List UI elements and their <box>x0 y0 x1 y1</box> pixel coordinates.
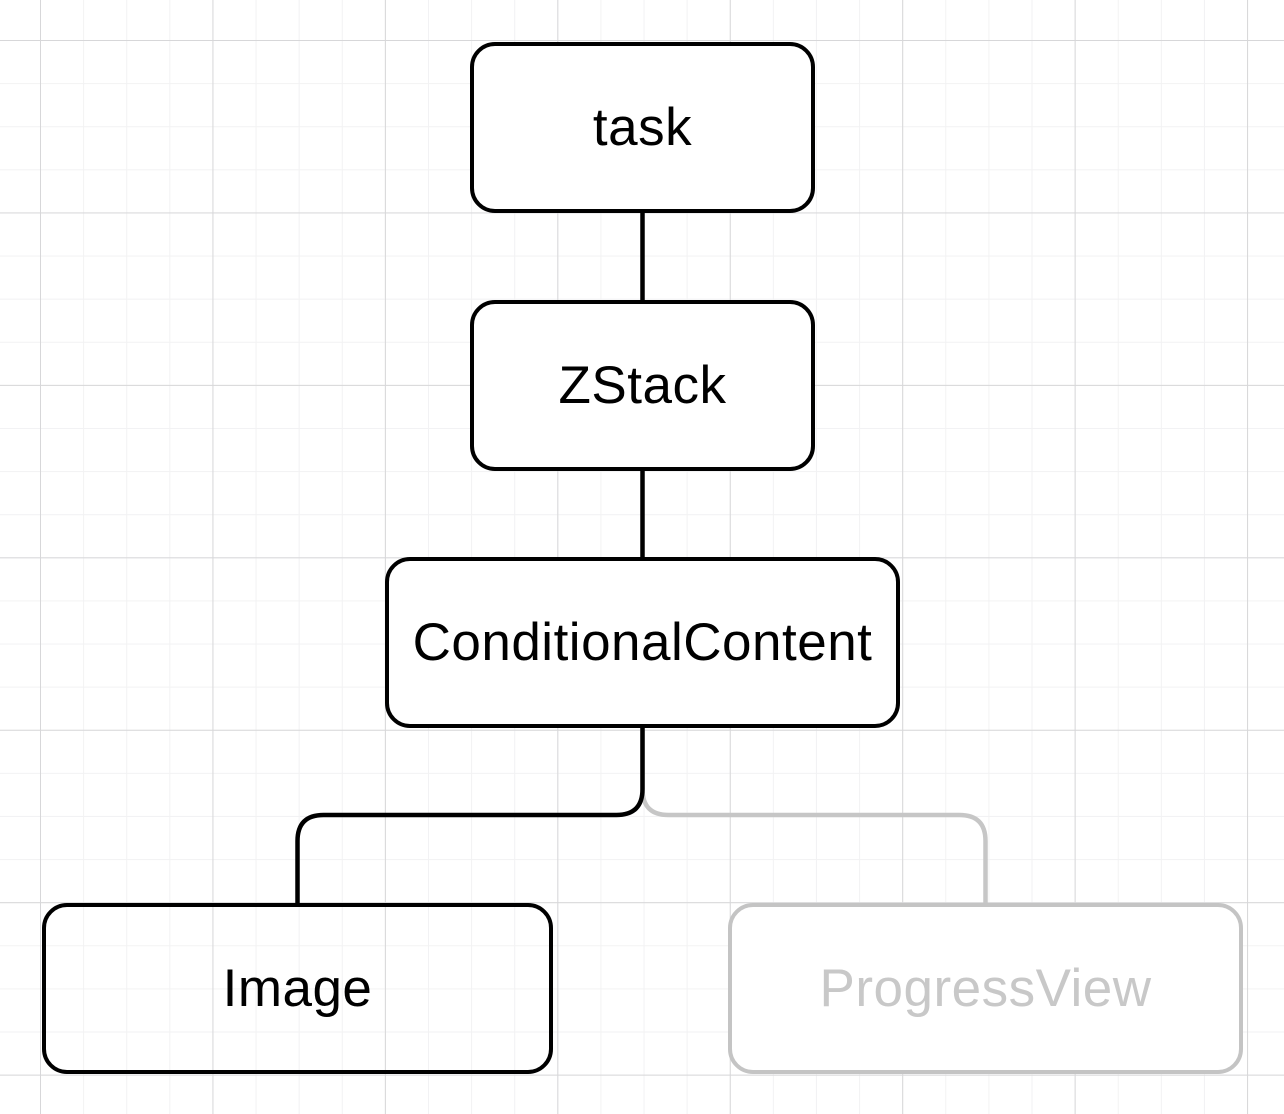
node-progress-view-label: ProgressView <box>819 959 1152 1018</box>
node-zstack-label: ZStack <box>558 356 727 415</box>
node-image: Image <box>42 903 553 1074</box>
edge-conditionalcontent-image <box>295 726 645 905</box>
node-image-label: Image <box>222 959 373 1018</box>
node-task: task <box>470 42 815 213</box>
node-progress-view: ProgressView <box>728 903 1243 1074</box>
node-zstack: ZStack <box>470 300 815 471</box>
node-conditional-content-label: ConditionalContent <box>412 613 873 672</box>
node-conditional-content: ConditionalContent <box>385 557 900 728</box>
edge-conditionalcontent-progressview <box>640 728 988 905</box>
node-task-label: task <box>592 98 693 157</box>
